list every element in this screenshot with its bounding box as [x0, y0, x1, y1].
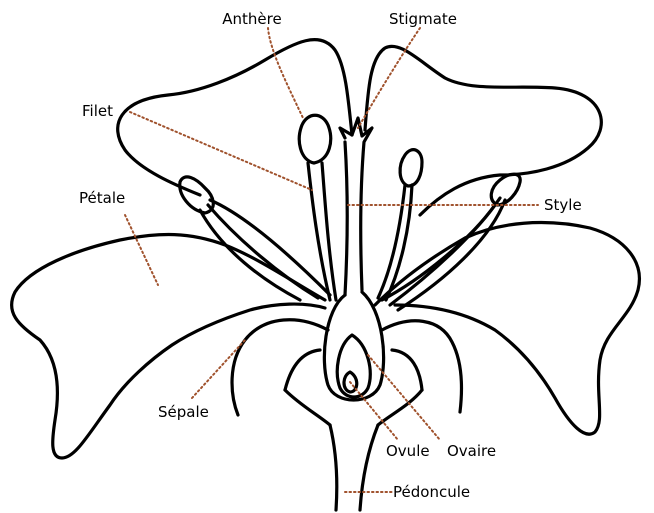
- label-ovaire: Ovaire: [447, 442, 496, 460]
- anther-right-inner: [400, 150, 422, 186]
- leader-filet: [130, 112, 312, 190]
- label-pedoncule: Pédoncule: [393, 483, 470, 501]
- left-petal: [12, 235, 325, 458]
- style-left-edge: [345, 142, 347, 295]
- sepal-right: [382, 321, 462, 412]
- right-petal: [375, 223, 639, 435]
- label-anthere: Anthère: [222, 10, 281, 28]
- label-ovule: Ovule: [386, 442, 430, 460]
- upper-right-petal: [365, 46, 601, 215]
- sepal-left: [232, 320, 328, 415]
- receptacle: [285, 390, 422, 425]
- anther-center: [299, 115, 330, 163]
- leader-petale: [125, 215, 158, 285]
- peduncle: [330, 425, 378, 510]
- sepal-right-inner: [392, 350, 422, 390]
- label-stigmate: Stigmate: [389, 10, 457, 28]
- filament-left-b: [208, 205, 318, 298]
- label-sepale: Sépale: [158, 403, 209, 421]
- leader-sepale: [192, 340, 245, 398]
- label-style: Style: [544, 196, 582, 214]
- upper-left-petal: [118, 40, 352, 195]
- label-filet: Filet: [82, 102, 113, 120]
- leader-stigmate: [358, 28, 420, 128]
- ovary: [324, 292, 383, 400]
- ovary-inner: [337, 335, 370, 397]
- label-petale: Pétale: [79, 189, 125, 207]
- leader-anthere: [268, 28, 303, 118]
- sepal-left-inner: [285, 350, 320, 390]
